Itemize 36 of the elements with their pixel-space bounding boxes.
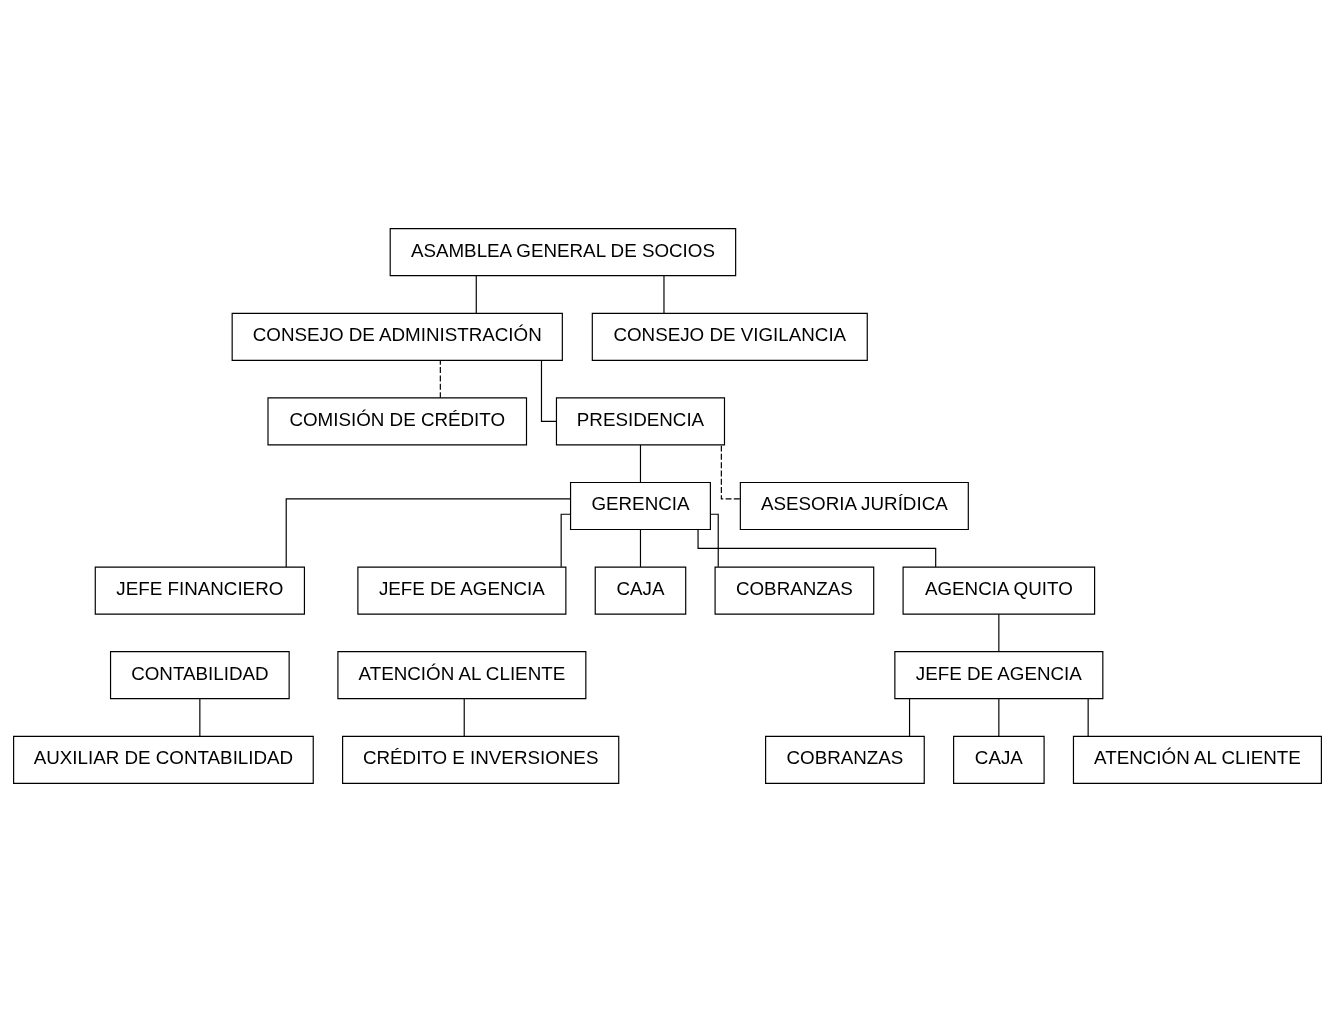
connector — [998, 613, 1000, 652]
node-box: CONTABILIDAD — [109, 650, 290, 699]
connector — [463, 697, 465, 737]
node-box: COMISIÓN DE CRÉDITO — [267, 396, 528, 445]
node-box: JEFE DE AGENCIA — [357, 566, 567, 615]
connector — [709, 513, 719, 567]
node-box: CAJA — [953, 735, 1045, 784]
connector — [998, 697, 1000, 737]
node-box: COBRANZAS — [714, 566, 875, 615]
connector — [639, 443, 642, 483]
node-box: CONSEJO DE VIGILANCIA — [591, 312, 868, 361]
connector — [285, 497, 572, 568]
connector — [475, 274, 477, 314]
node-box: JEFE FINANCIERO — [94, 566, 305, 615]
connector — [697, 528, 937, 568]
node-box: CRÉDITO E INVERSIONES — [342, 735, 620, 784]
connector — [639, 528, 642, 567]
node-box: CONSEJO DE ADMINISTRACIÓN — [231, 312, 563, 361]
node-box: AUXILIAR DE CONTABILIDAD — [13, 735, 314, 784]
node-box: CAJA — [594, 566, 687, 615]
node-box: AGENCIA QUITO — [902, 566, 1096, 615]
connector — [199, 697, 201, 737]
connector — [663, 274, 665, 314]
connector — [1087, 697, 1089, 737]
node-box: ATENCIÓN AL CLIENTE — [1072, 735, 1322, 784]
connector — [720, 444, 741, 500]
connector — [908, 697, 911, 737]
node-box: GERENCIA — [569, 481, 711, 530]
node-box: ASESORIA JURÍDICA — [739, 481, 969, 530]
node-box: ASAMBLEA GENERAL DE SOCIOS — [389, 227, 737, 276]
node-box: COBRANZAS — [765, 735, 925, 784]
node-box: PRESIDENCIA — [555, 396, 726, 445]
node-box: JEFE DE AGENCIA — [894, 650, 1104, 699]
connector — [560, 513, 571, 567]
node-box: ATENCIÓN AL CLIENTE — [337, 650, 587, 699]
connector — [439, 359, 441, 398]
